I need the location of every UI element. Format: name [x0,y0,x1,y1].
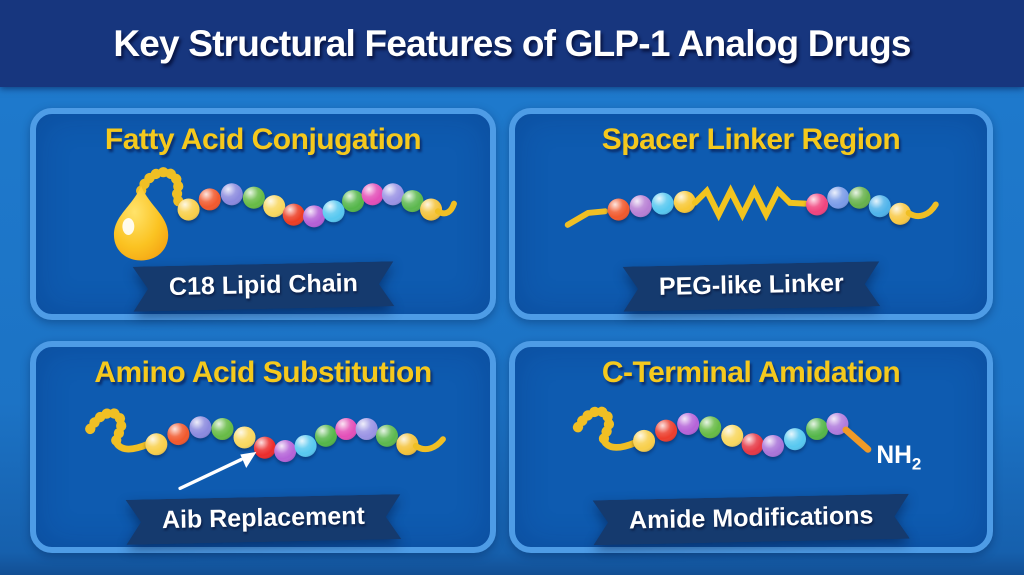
ribbon-peg-like-linker: PEG-like Linker [622,261,880,311]
panel-title-c-terminal: C-Terminal Amidation [601,356,901,389]
panel-title-spacer-linker: Spacer Linker Region [601,123,901,156]
ribbon-label: Aib Replacement [161,501,365,535]
header: Key Structural Features of GLP-1 Analog … [0,0,1024,87]
squiggle-rope-knobs [84,407,127,452]
panel-amino-acid-substitution: Amino Acid Substitution Aib Replacement [30,341,496,553]
ribbon-amide-modifications: Amide Modifications [592,494,909,546]
panel-title-fatty-acid: Fatty Acid Conjugation [104,123,422,156]
ribbon-wrap: Amide Modifications [593,497,909,542]
bead-chain-left [607,190,696,221]
chain-tail [434,200,457,217]
ribbon-c18-lipid-chain: C18 Lipid Chain [132,261,394,311]
ribbon-aib-replacement: Aib Replacement [125,494,401,545]
bead-chain [177,183,442,228]
panel-fatty-acid-conjugation: Fatty Acid Conjugation C18 Lipid Chain [30,108,496,320]
ribbon-wrap: C18 Lipid Chain [133,264,394,309]
page-title: Key Structural Features of GLP-1 Analog … [113,22,911,64]
bead-chain [633,412,849,457]
lipid-chain-graphic [113,167,457,261]
nh2-bond-stick [842,426,872,453]
substitution-chain-graphic [84,407,446,491]
squiggle-rope-knobs [135,167,185,208]
panel-spacer-linker-region: Spacer Linker Region PEG-like Linker [509,108,993,320]
chain-lead-line [564,208,609,228]
ribbon-label: PEG-like Linker [658,269,844,301]
ribbon-label: Amide Modifications [628,501,874,535]
peg-zigzag [692,184,809,222]
squiggle-rope-knobs [572,406,615,450]
chain-tail [412,436,446,453]
substitution-arrow [178,451,257,491]
ribbon-wrap: Aib Replacement [126,497,401,542]
panel-c-terminal-amidation: C-Terminal Amidation NH2 Amide Modificat… [509,341,993,553]
nh2-label: NH2 [876,442,921,474]
panels-grid: Fatty Acid Conjugation C18 Lipid Chain S… [0,87,1024,553]
bead-chain-right [806,186,912,225]
bead-chain [145,416,419,463]
droplet-highlight [122,218,135,236]
linker-chain-graphic [564,184,939,228]
panel-title-amino-acid: Amino Acid Substitution [94,356,432,389]
lipid-droplet-icon [113,185,169,261]
chain-tail [905,201,939,219]
amidation-chain-graphic: NH2 [572,406,921,474]
ribbon-wrap: PEG-like Linker [623,264,880,309]
ribbon-label: C18 Lipid Chain [168,269,358,301]
